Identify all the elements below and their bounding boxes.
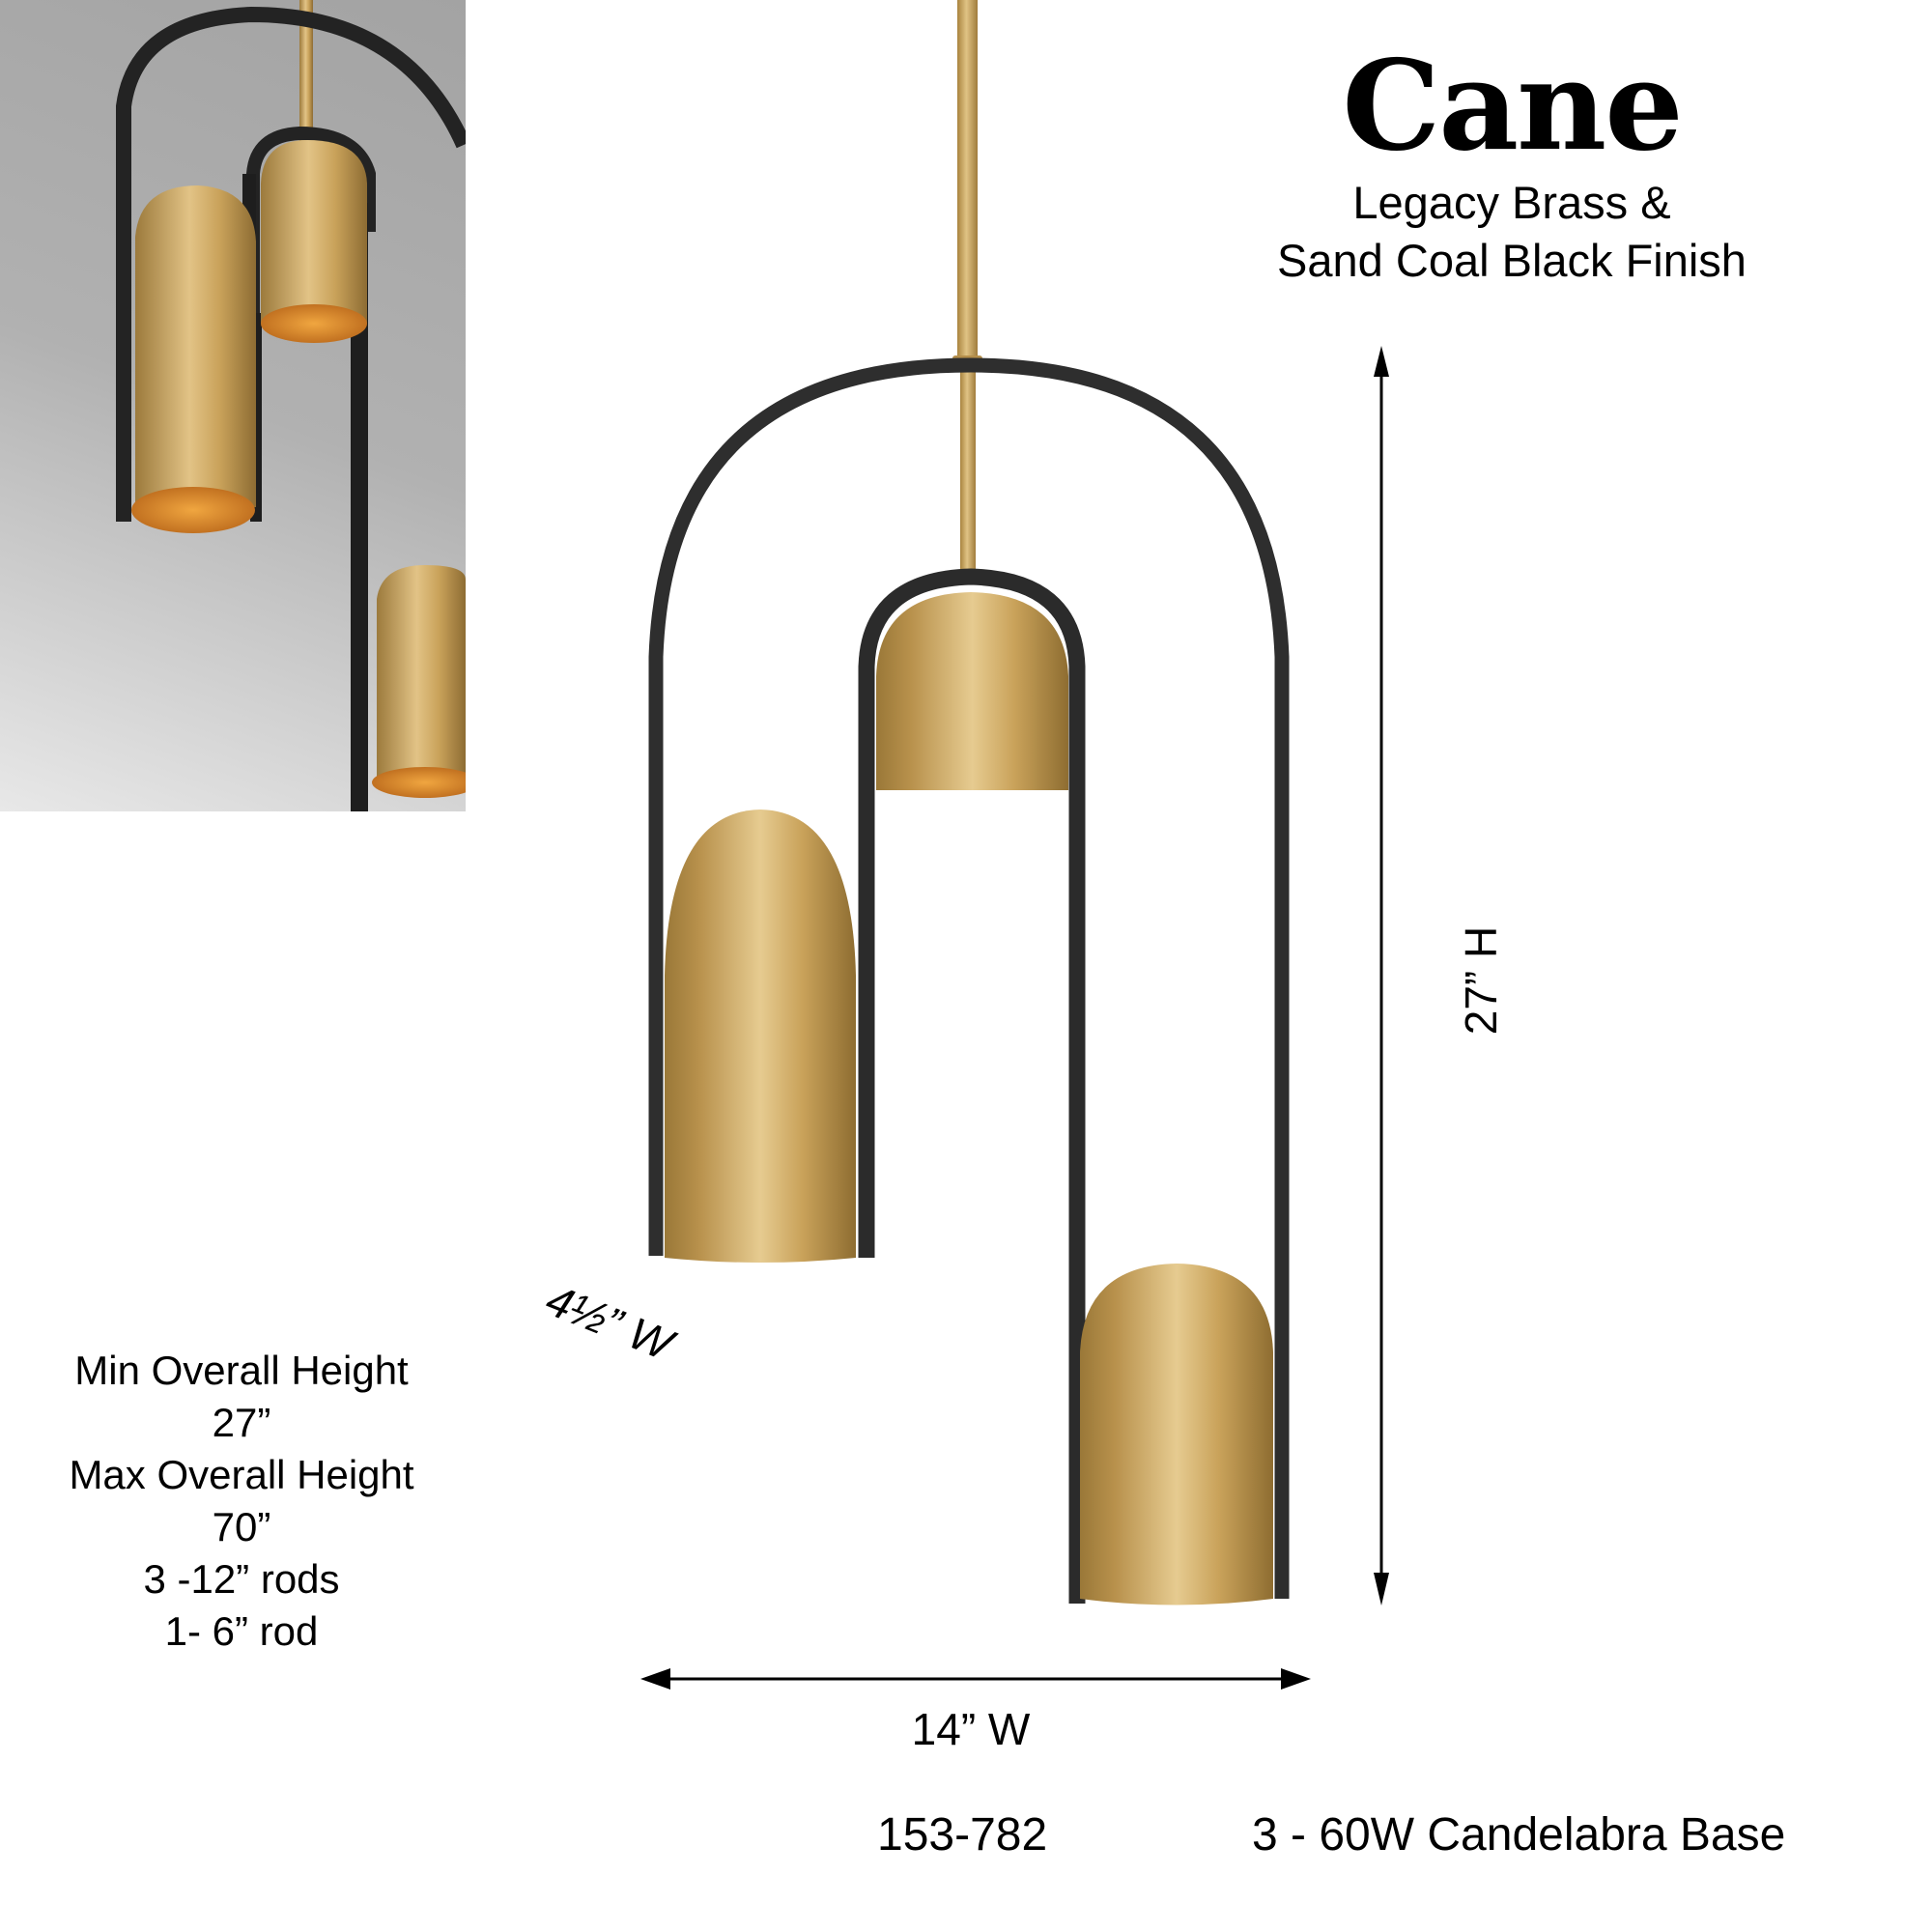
left-shade	[665, 810, 856, 1263]
outer-arch-frame	[648, 357, 1290, 1599]
center-band-frame	[858, 568, 1086, 1604]
finish-description: Legacy Brass & Sand Coal Black Finish	[1174, 174, 1850, 290]
height-dimension-label: 27” H	[1456, 925, 1506, 1036]
min-height-label: Min Overall Height	[74, 1348, 409, 1393]
finish-line-2: Sand Coal Black Finish	[1277, 235, 1747, 286]
height-specs: Min Overall Height 27” Max Overall Heigh…	[19, 1345, 464, 1658]
min-height-value: 27”	[212, 1400, 271, 1445]
height-arrow-icon	[1374, 346, 1389, 1605]
width-arrow-icon	[640, 1668, 1311, 1690]
shade-width-label: 4½” W	[539, 1273, 680, 1370]
max-height-label: Max Overall Height	[69, 1452, 414, 1497]
rods-12-inch: 3 -12” rods	[143, 1556, 340, 1602]
product-name: Cane	[1342, 34, 1683, 179]
right-shade	[1080, 1264, 1273, 1605]
inset-pendant-illustration	[116, 0, 466, 811]
width-dimension-label: 14” W	[911, 1704, 1031, 1754]
center-shade	[876, 592, 1068, 790]
stem-rod	[952, 0, 982, 580]
rods-6-inch: 1- 6” rod	[164, 1608, 319, 1654]
finish-line-1: Legacy Brass &	[1352, 177, 1671, 228]
inset-product-photo	[0, 0, 466, 811]
model-number: 153-782	[877, 1809, 1048, 1861]
bulb-spec: 3 - 60W Candelabra Base	[1252, 1809, 1786, 1861]
max-height-value: 70”	[212, 1504, 271, 1549]
